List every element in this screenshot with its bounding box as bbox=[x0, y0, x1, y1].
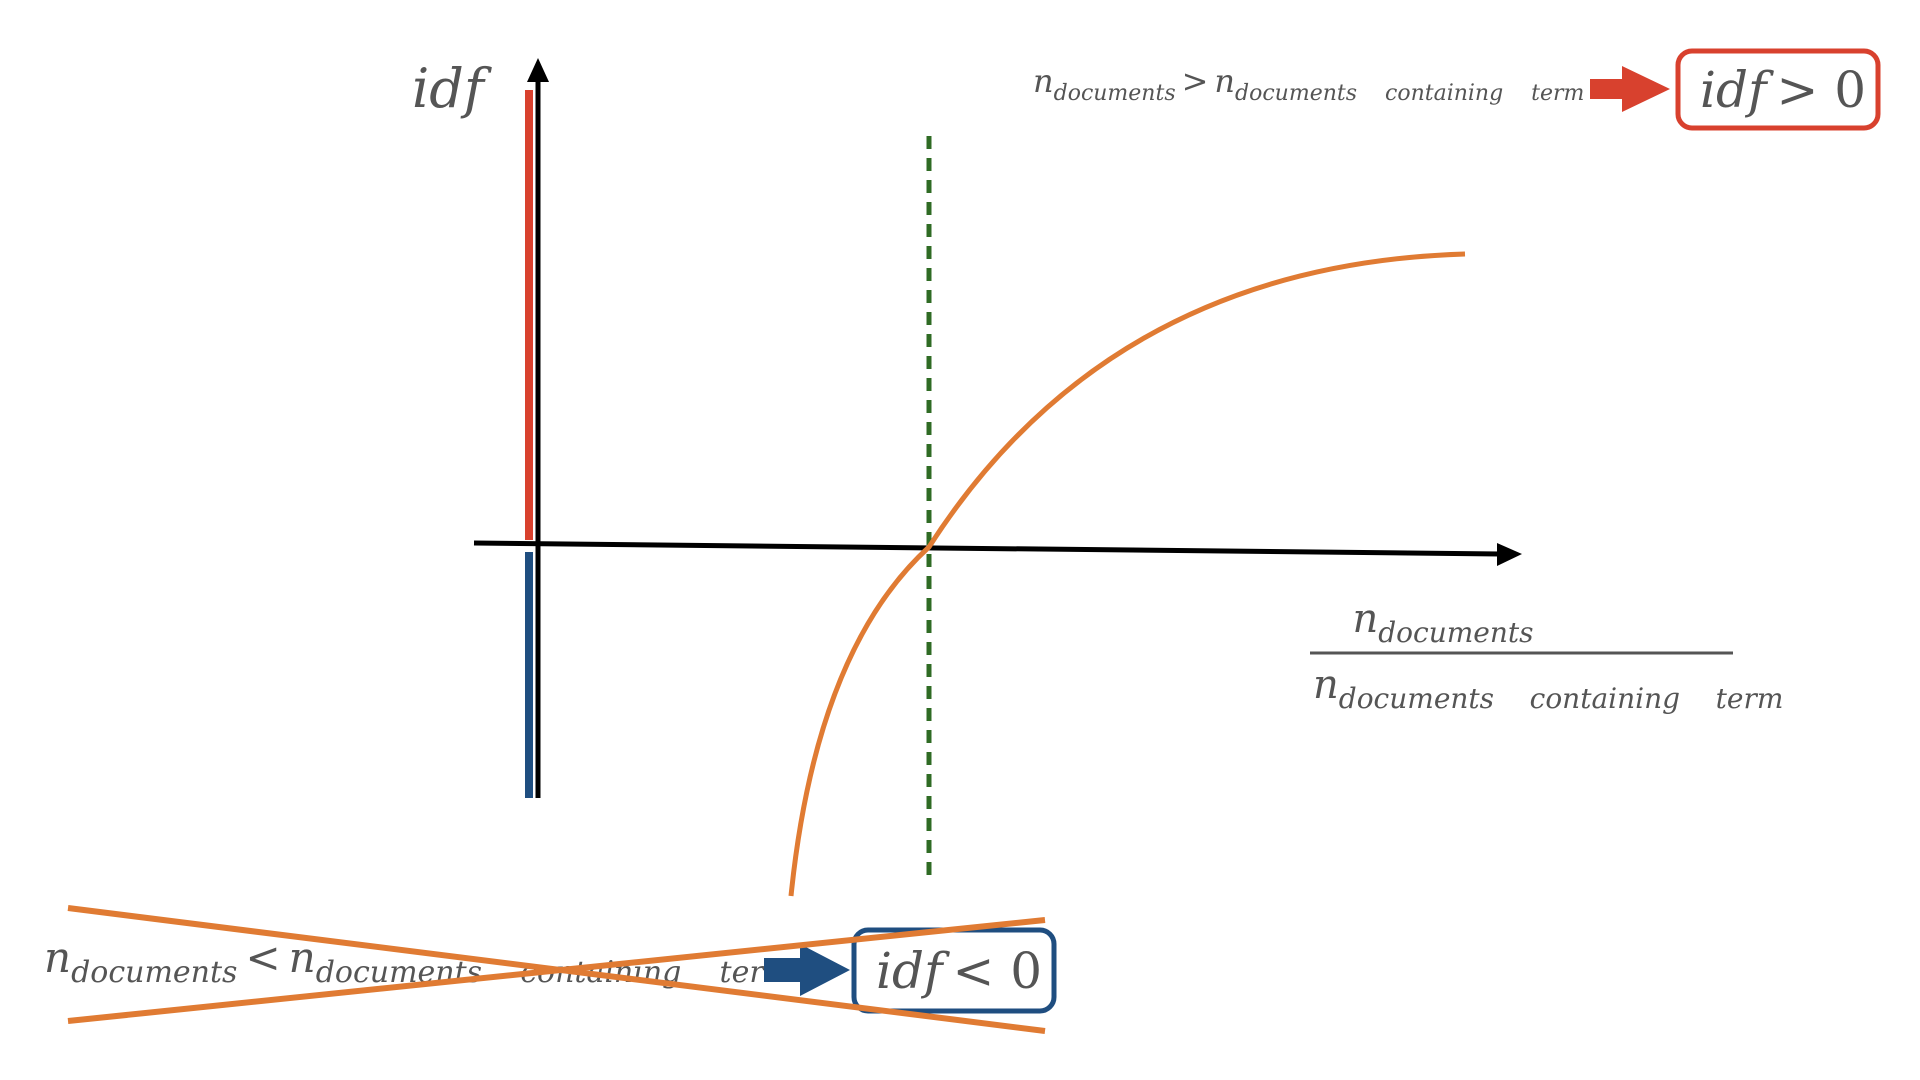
svg-text:ndocuments containing te: ndocuments containing term bbox=[1313, 662, 1783, 715]
x-axis-fraction-label: ndocuments ndocuments containing term bbox=[1310, 596, 1783, 715]
negative-case: ndocuments<ndocuments containing term id… bbox=[44, 905, 1057, 1034]
positive-case: ndocuments>ndocuments containing term id… bbox=[1033, 48, 1881, 131]
positive-left-base: n bbox=[1033, 62, 1054, 100]
fraction-numerator-base: n bbox=[1352, 596, 1378, 642]
x-axis bbox=[473, 540, 1501, 557]
positive-result-arrow bbox=[1590, 66, 1670, 112]
positive-result-rel: > 0 bbox=[1777, 61, 1867, 119]
fraction-denominator-base: n bbox=[1313, 662, 1339, 708]
strike-line-ascending bbox=[67, 917, 1046, 1024]
positive-operator: > bbox=[1182, 62, 1209, 100]
fraction-denominator-sub: documents containing term bbox=[1339, 682, 1784, 715]
negative-left-base: n bbox=[44, 933, 71, 982]
positive-result-var: idf bbox=[1700, 61, 1774, 119]
svg-text:idf< 0: idf< 0 bbox=[876, 942, 1042, 1000]
x-axis-arrowhead bbox=[1497, 543, 1522, 566]
positive-right-base: n bbox=[1214, 62, 1235, 100]
negative-operator: < bbox=[245, 933, 280, 982]
positive-right-sub: documents containing term bbox=[1235, 81, 1584, 106]
idf-log-curve bbox=[788, 251, 1466, 897]
negative-result-var: idf bbox=[876, 942, 950, 1000]
y-axis-label: idf bbox=[412, 57, 492, 120]
negative-result-rel: < 0 bbox=[953, 942, 1043, 1000]
negative-result-arrow bbox=[764, 944, 850, 996]
negative-left-sub: documents bbox=[71, 955, 237, 990]
svg-text:ndocuments>ndocuments conta: ndocuments>ndocuments containing term bbox=[1033, 62, 1584, 106]
svg-text:ndocuments: ndocuments bbox=[1352, 596, 1533, 649]
svg-text:ndocuments<ndocuments conta: ndocuments<ndocuments containing term bbox=[44, 933, 792, 990]
svg-text:idf> 0: idf> 0 bbox=[1700, 61, 1866, 119]
positive-left-sub: documents bbox=[1054, 81, 1176, 106]
positive-result-box bbox=[1675, 48, 1881, 131]
y-axis-arrowhead bbox=[527, 58, 549, 82]
fraction-numerator-sub: documents bbox=[1378, 616, 1533, 649]
